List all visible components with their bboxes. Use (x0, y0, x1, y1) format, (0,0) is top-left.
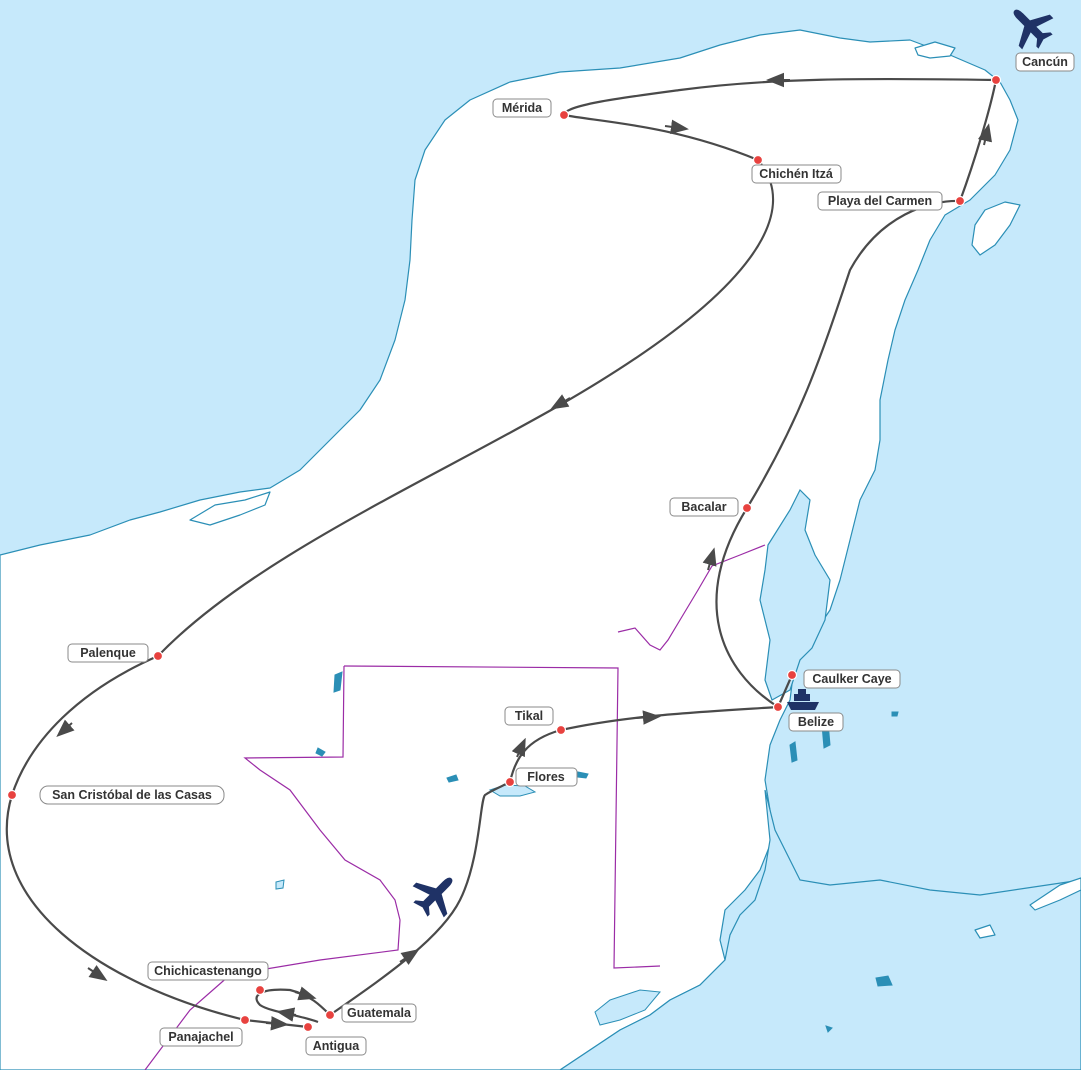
stop-dot-tikal[interactable] (555, 724, 567, 736)
label-antigua: Antigua (305, 1036, 367, 1056)
stop-dot-chichen[interactable] (752, 154, 764, 166)
cozumel-island (971, 201, 1021, 256)
arrow-12 (702, 547, 717, 571)
label-belize: Belize (788, 712, 844, 732)
stop-dot-flores[interactable] (504, 776, 516, 788)
route-sancristobal-panajachel (5, 794, 246, 1022)
label-chichen-text: Chichén Itzá (759, 167, 833, 181)
arrow-8 (294, 986, 317, 1001)
arrow-4 (56, 719, 75, 737)
lagoon-3 (446, 774, 459, 783)
stop-dot-panajachel[interactable] (239, 1014, 251, 1026)
stop-labels: Cancún Mérida Chichén Itzá Playa del Car… (39, 52, 1075, 1056)
stop-dot-sancristobal[interactable] (6, 789, 18, 801)
label-chichicastenango: Chichicastenango (147, 961, 269, 981)
stop-markers (6, 74, 1002, 1033)
label-belize-text: Belize (798, 715, 834, 729)
stop-dot-guatemala[interactable] (324, 1009, 336, 1021)
route-guatemala-flores (329, 781, 511, 1016)
stop-dot-merida[interactable] (558, 109, 570, 121)
border-mexico-belize (617, 544, 766, 651)
arrow-9 (399, 949, 420, 965)
label-palenque-text: Palenque (80, 646, 136, 660)
lagoon-1 (333, 671, 343, 693)
label-chichicastenango-text: Chichicastenango (154, 964, 262, 978)
route-tikal-belize (560, 705, 779, 732)
label-tikal: Tikal (504, 706, 554, 726)
label-caulker-text: Caulker Caye (812, 672, 891, 686)
label-guatemala: Guatemala (341, 1003, 417, 1023)
label-playa-text: Playa del Carmen (828, 194, 932, 208)
label-merida: Mérida (492, 98, 552, 118)
arrow-7 (276, 1007, 297, 1022)
arrow-13 (977, 123, 992, 146)
label-panajachel: Panajachel (159, 1027, 243, 1047)
label-guatemala-text: Guatemala (347, 1006, 412, 1020)
border-mexico-guatemala (343, 665, 661, 969)
yucatan-landmass (0, 29, 1019, 1070)
label-sancristobal: San Cristóbal de las Casas (39, 785, 225, 805)
route-belize-caulker (776, 674, 794, 708)
label-bacalar: Bacalar (669, 497, 739, 517)
stop-dot-playa[interactable] (954, 195, 966, 207)
stop-dot-palenque[interactable] (152, 650, 164, 662)
lagoon-2 (315, 747, 326, 757)
bay-islands (1029, 877, 1081, 911)
label-sancristobal-text: San Cristóbal de las Casas (52, 788, 212, 802)
route-cancun-merida (562, 77, 997, 116)
isla-mujeres (914, 41, 956, 59)
label-caulker: Caulker Caye (803, 669, 901, 689)
label-antigua-text: Antigua (313, 1039, 361, 1053)
label-bacalar-text: Bacalar (681, 500, 726, 514)
label-chichen: Chichén Itzá (751, 164, 842, 184)
route-merida-chichen (563, 113, 759, 162)
lagoon-4 (275, 879, 285, 890)
stop-dot-belize[interactable] (772, 701, 784, 713)
lagoon-7 (825, 1025, 833, 1033)
gulf-of-honduras (558, 789, 1081, 1070)
label-panajachel-text: Panajachel (168, 1030, 233, 1044)
stop-dot-chichicastenango[interactable] (254, 984, 266, 996)
cay-2 (789, 741, 798, 763)
label-flores-text: Flores (527, 770, 565, 784)
arrow-5 (87, 965, 108, 981)
lagoon-6 (875, 975, 893, 987)
stop-dot-bacalar[interactable] (741, 502, 753, 514)
arrow-11 (635, 710, 661, 725)
arrow-2 (664, 119, 689, 134)
route-palenque-sancristobal (10, 654, 159, 796)
lagoon-5 (577, 771, 589, 779)
label-palenque: Palenque (67, 643, 149, 663)
label-merida-text: Mérida (502, 101, 543, 115)
arrow-3 (550, 394, 571, 410)
lake-izabal (594, 989, 661, 1026)
airplane-icon (412, 877, 453, 918)
isla-del-carmen (189, 491, 271, 526)
stop-dot-antigua[interactable] (302, 1021, 314, 1033)
stop-dot-caulker[interactable] (786, 669, 798, 681)
cay-3 (891, 711, 899, 717)
utila-island (974, 924, 996, 939)
label-playa: Playa del Carmen (817, 191, 943, 211)
stop-dot-cancun[interactable] (990, 74, 1002, 86)
ferry-boat-icon (787, 689, 819, 710)
chetumal-bay (759, 488, 831, 701)
label-cancun-text: Cancún (1022, 55, 1068, 69)
arrow-10 (511, 737, 526, 758)
label-cancun: Cancún (1015, 52, 1075, 72)
route-belize-bacalar (715, 507, 779, 708)
arrow-6 (265, 1016, 289, 1031)
airplane-icon (1013, 9, 1054, 50)
label-tikal-text: Tikal (515, 709, 543, 723)
label-flores: Flores (515, 767, 578, 787)
